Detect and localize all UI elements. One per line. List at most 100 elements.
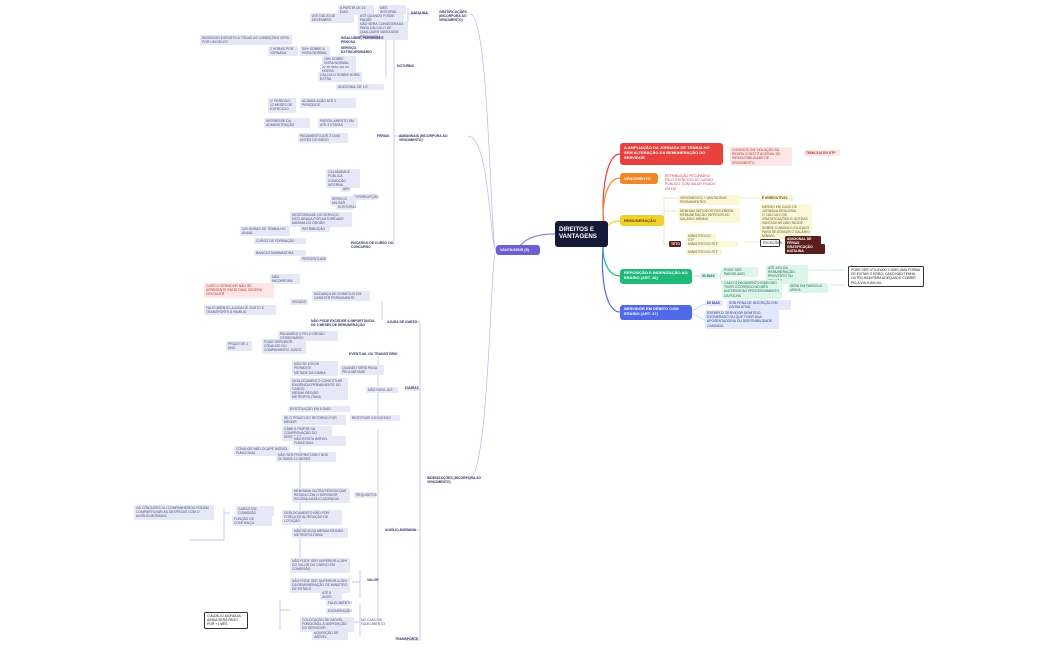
remuneracao-ministro-3: MINISTRO DO STF — [686, 249, 722, 256]
reposicao-node[interactable]: REPOSIÇÃO E INDENIZAÇÃO AO ERÁRIO (ART. … — [620, 269, 692, 284]
diarias-nao-fara-jus: NÃO FARÁ JUS — [366, 387, 398, 394]
ferias-1-3: ADICIONAL DE 1/3 — [336, 84, 384, 91]
aux-requisitos: REQUISITOS — [354, 492, 377, 499]
noturno-label: NOTURNO — [397, 64, 415, 68]
adicionais-label: ADICIONAIS (INCORPORA AO VENCIMENTO) — [399, 134, 448, 143]
diarias-excesso: RESTITUIR O EXCESSO — [350, 415, 400, 422]
reposicao-item-0: PODE SER PARCELADO — [722, 267, 758, 278]
diarias-label: DIÁRIAS — [405, 386, 419, 390]
extra-50: 50% SOBRE A HORA NORMAL — [300, 46, 330, 57]
interrupcao-necessidade: NECESSIDADE DO SERVIÇO DECLARADA POR AUT… — [290, 212, 352, 227]
ampliacao-note: CONSISTE EM VIOLAÇÃO DA REGRA CONSTITUCI… — [730, 147, 792, 166]
aux-colocacao: COLOCAÇÃO DE IMÓVEL FUNCIONAL À DISPOSIÇ… — [300, 617, 354, 632]
aux-funcao-confianca: FUNÇÃO DE CONFIANÇA — [232, 516, 272, 527]
aux-aquisicao: AQUISIÇÃO DE IMÓVEL — [312, 630, 348, 641]
debito-item-1: EXEMPLO: SERVIDOR DEMITIDO, EXONERADO OU… — [705, 310, 779, 329]
root-node[interactable]: DIREITOS E VANTAGENS — [555, 221, 608, 247]
natalina-label: NATALINA — [411, 11, 428, 15]
aux-item-2: CÔNJUGE NÃO OCUPE IMÓVEL FUNCIONAL — [234, 446, 290, 457]
noturno-horario: 22 HORAS ÀS 05 HORAS — [320, 64, 356, 75]
encargo-curso: CURSO DE FORMAÇÃO — [254, 238, 306, 245]
transporte-label: TRANSPORTE — [395, 637, 419, 641]
adicional-ferias-badge: ADICIONAL DE FÉRIAS — [785, 236, 821, 247]
remuneracao-node[interactable]: REMUNERAÇÃO — [620, 215, 664, 226]
aux-no-caso: NO CASO DE FALECIMENTO — [361, 618, 385, 627]
diarias-regiao: MESMA REGIÃO METROPOLITANA — [290, 390, 348, 401]
gratificacoes-label: GRATIFICAÇÕES (INCORPORA AO VENCIMENTO) — [439, 10, 467, 23]
remuneracao-item-2: NENHUM SERVIDOR RECEBERÁ REMUNERAÇÃO INF… — [678, 208, 740, 223]
encargo-120h: 120 HORAS DE TRABALHO ANUAL — [240, 226, 290, 237]
interrupcao-comocao: COMOÇÃO INTERNA — [326, 178, 360, 189]
aux-valor-2: NÃO PODE SER SUPERIOR A 25% DA REMUNERAÇ… — [290, 578, 350, 593]
encargo-nao-incorpora: NÃO INCORPORA — [270, 274, 300, 285]
ajuda-custo-label: AJUDA DE CUSTO — [387, 320, 417, 324]
connector-remuneracao — [605, 220, 621, 235]
reposicao-item-2: CASO O PAGAMENTO INDEVIDO TIVER OCORRIDO… — [722, 280, 782, 299]
ajuda-vedado: VEDADO — [290, 299, 308, 306]
aux-mais-1-mes: O AUXÍLIO-MORADIA AINDA SERÁ PAGO POR +1… — [204, 612, 248, 629]
aux-ate-8-anos: ATÉ 8 ANOS — [320, 590, 342, 601]
vencimento-node[interactable]: VENCIMENTO — [620, 173, 658, 184]
ferias-pagamento: PAGAMENTO ATÉ 2 DIAS ANTES DO INÍCIO — [298, 133, 348, 144]
ajuda-limite: NÃO PODE EXCEDER A IMPORTÂNCIA DE 3 MESE… — [311, 319, 375, 328]
aux-exoneracao: EXONERAÇÃO — [326, 608, 352, 615]
aux-falecimento: FALECIMENTO — [326, 600, 352, 607]
diarias-metade: METADE DA DIÁRIA — [292, 370, 338, 377]
aux-item-5: DESLOCAMENTO NÃO POR FORÇA DE ALTERAÇÃO … — [282, 510, 342, 525]
aux-item-1: NÃO EXISTA IMÓVEL FUNCIONAL — [292, 436, 346, 447]
interrupcao-eleitoral: ELEITORAL — [336, 204, 357, 211]
diarias-eventual: EVENTUAL OU TRANSITÓRIO — [349, 352, 398, 356]
ferias-1-periodo: 1º PERÍODO: 12 MESES DE EXERCÍCIO — [268, 98, 296, 113]
auxilio-moradia-label: AUXÍLIO-MORADIA — [385, 528, 417, 532]
encargo-banca: BANCA EXAMINADORA — [254, 250, 306, 257]
diarias-restituicao: RESTITUIÇÃO EM 5 DIAS — [288, 406, 350, 413]
indenizacoes-label: INDENIZAÇÕES (INCORPORA AO VENCIMENTO) — [427, 476, 482, 485]
aux-valor: VALOR — [367, 578, 379, 582]
vantagens-node[interactable]: VANTAGENS (5) — [496, 245, 540, 255]
diarias-pernoite: NÃO SE EXIGIR PERNOITE — [292, 361, 338, 372]
excecoes-node: EXCEÇÕES — [760, 239, 782, 248]
gratif-item-2: MÊS INTEGRAL — [378, 5, 406, 16]
noturno-25: 25% SOBRE HORA NORMAL — [322, 56, 356, 67]
ajuda-mudanca: MUDANÇA DE DOMICÍLIO EM CARÁTER PERMANEN… — [312, 291, 370, 302]
extra-2h: 2 HORAS POR JORNADA — [268, 46, 298, 57]
ferias-acumulacao: ACUMULAÇÃO ATÉ 2 PERÍODOS — [300, 98, 356, 109]
insalubre-note: SERVIDOR EXPOSTO A TODAS AS CONDIÇÕES OP… — [200, 35, 292, 46]
ferias-parcelamento: PARCELAMENTO EM ATÉ 3 ETAPAS — [318, 118, 358, 129]
reposicao-badge: 30 DIAS — [700, 273, 718, 280]
aux-item-6: NÃO SEJA DA MESMA REGIÃO METROPOLITANA — [292, 528, 348, 539]
reposicao-item-4: PODE SER UTILIZADO COMO UMA FORMA DE EVI… — [848, 266, 924, 287]
remuneracao-ministro-2: MINISTRO DO STF — [686, 241, 738, 248]
ajuda-devolver: CASO O SERVIDOR NÃO SE APRESENTE EM 30 D… — [204, 283, 274, 298]
diarias-prazo-retorno: SE O PRAZO DO RETORNO FOR MENOR — [282, 415, 346, 426]
gratif-item-3: ATÉ DIA 20 DE DEZEMBRO — [310, 13, 354, 24]
teto-badge: TETO — [669, 241, 681, 248]
encargo-retribuicao: RETRIBUIÇÃO — [300, 226, 330, 233]
aux-item-4: NENHUMA OUTRA PESSOA QUE RESIDA COM O SE… — [292, 488, 350, 503]
aux-valor-1: NÃO PODE SER SUPERIOR A 25% DO VALOR DO … — [290, 558, 350, 573]
ajuda-prazo: PRAZO DE 1 ANO — [226, 341, 252, 352]
diarias-permanente: DESLOCAMENTO CONSTITUIR EXIGÊNCIA PERMAN… — [290, 378, 348, 393]
remuneracao-item-4: O CÁLCULO DE GRATIFICAÇÕES E OUTRAS VANT… — [760, 212, 812, 240]
debito-node[interactable]: SERVIDOR EM DÉBITO COM ERÁRIO (ART. 47) — [620, 305, 692, 320]
ajuda-falecimento: FALECIMENTO: AJUDA DE CUSTO E TRANSPORTE… — [204, 305, 276, 316]
vencimento-note: RETRIBUIÇÃO PECUNIÁRIA PELO EXERCÍCIO DO… — [665, 174, 716, 191]
connector-indenizacoes — [467, 249, 497, 481]
root-title: DIREITOS E VANTAGENS — [559, 226, 597, 240]
ajuda-conjuge: PODE SERVIDOR CÔNJUGE OU COMPANHEIRO JUN… — [262, 339, 306, 354]
aux-item-3: NÃO SER PROPRIETÁRIO NOS ÚLTIMOS 12 MESE… — [276, 452, 336, 463]
gratif-item-1: A PARTIR DE 15 DIAS — [338, 5, 374, 16]
ferias-interrupcao: INTERRUPÇÃO — [352, 194, 379, 201]
connector-gratificacoes — [469, 13, 497, 251]
encargo-label: ENCARGO DE CURSO OU CONCURSO — [351, 241, 394, 250]
gratificacao-natalina-badge: GRATIFICAÇÃO NATALINA — [785, 244, 825, 255]
ampliacao-node[interactable]: A AMPLIAÇÃO DA JORNADA DE TRABALHO SEM A… — [620, 143, 723, 165]
debito-item-0: SOB PENA DE INSCRIÇÃO EM DÍVIDA ATIVA — [727, 300, 791, 311]
interrupcao-juri: JÚRI — [340, 186, 350, 193]
interrupcao-calamidade: CALAMIDADE PÚBLICA — [326, 169, 360, 180]
ampliacao-tag: TEMA 514 DO STF — [804, 150, 840, 157]
diarias-quando-metade: QUANDO SERÁ PAGA PELA METADE — [340, 365, 384, 376]
gratif-item-4: ATÉ QUANDO FOSSE PAGAR — [358, 13, 404, 24]
aux-cargo-comissao: CARGO EM COMISSÃO — [236, 506, 274, 517]
